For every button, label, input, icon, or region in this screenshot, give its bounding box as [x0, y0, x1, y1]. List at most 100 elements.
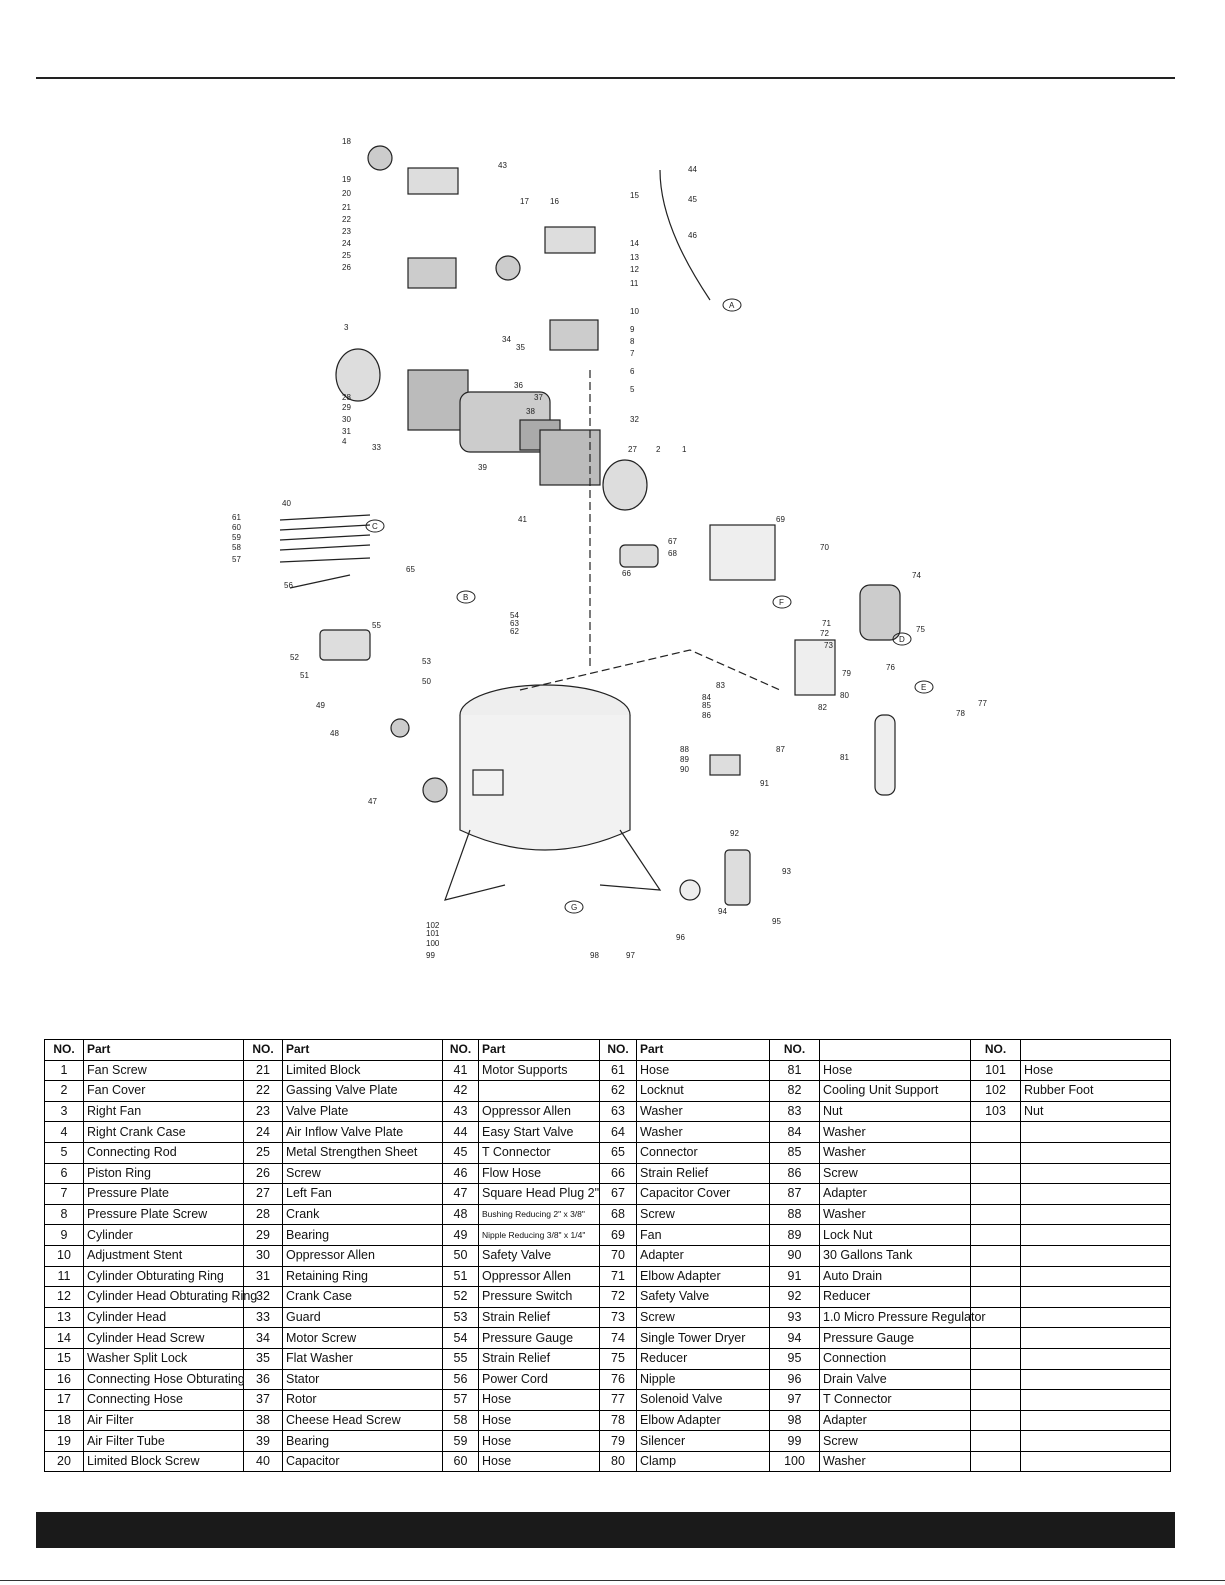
- part-name-cell: Screw: [636, 1306, 770, 1329]
- part-name-cell: Washer: [636, 1100, 770, 1123]
- part-name-cell: Hose: [478, 1450, 600, 1473]
- callout-48: 48: [330, 729, 339, 738]
- flow-hose: [659, 169, 711, 301]
- pressure-regulator: [724, 849, 751, 906]
- part-name-cell: Elbow Adapter: [636, 1409, 770, 1432]
- part-number-cell: 50: [442, 1244, 479, 1267]
- callout-45: 45: [688, 195, 697, 204]
- part-number-cell: 75: [599, 1347, 637, 1370]
- callout-58: 58: [232, 543, 241, 552]
- part-number-cell: 84: [769, 1121, 820, 1143]
- callout-41: 41: [518, 515, 527, 524]
- part-number-cell: 62: [599, 1080, 637, 1102]
- cylinder-right: [549, 319, 599, 351]
- part-name-cell: Nut: [1020, 1100, 1171, 1123]
- callout-91: 91: [760, 779, 769, 788]
- part-name-cell: [1020, 1224, 1171, 1246]
- part-name-cell: Bushing Reducing 2" x 3/8": [478, 1203, 600, 1226]
- part-name-cell: Strain Relief: [478, 1347, 600, 1370]
- part-name-cell: 1.0 Micro Pressure Regulator: [819, 1306, 986, 1329]
- power-cord: [289, 574, 351, 589]
- dashed-connections: [519, 370, 781, 691]
- callout-17: 17: [520, 197, 529, 206]
- part-name-cell: Screw: [282, 1162, 443, 1185]
- part-name-cell: Rotor: [282, 1389, 443, 1411]
- callout-32: 32: [630, 415, 639, 424]
- callout-82: 82: [818, 703, 827, 712]
- part-name-cell: Gassing Valve Plate: [282, 1080, 443, 1102]
- part-number-cell: [970, 1244, 1021, 1267]
- callout-26: 26: [342, 263, 351, 272]
- callout-99: 99: [426, 951, 435, 960]
- part-number-cell: 78: [599, 1409, 637, 1432]
- part-name-cell: Cylinder Obturating Ring: [83, 1265, 244, 1288]
- callout-18: 18: [342, 137, 351, 146]
- single-tower-dryer: [859, 584, 901, 641]
- header-cell: NO.: [442, 1039, 479, 1061]
- part-name-cell: Square Head Plug 2": [478, 1183, 600, 1205]
- callout-13: 13: [630, 253, 639, 262]
- part-number-cell: 76: [599, 1368, 637, 1391]
- part-number-cell: 81: [769, 1059, 820, 1082]
- part-number-cell: 82: [769, 1080, 820, 1102]
- part-number-cell: 35: [243, 1347, 283, 1370]
- header-cell: NO.: [243, 1039, 283, 1061]
- callout-101: 101: [426, 929, 440, 938]
- callout-76: 76: [886, 663, 895, 672]
- part-number-cell: 26: [243, 1162, 283, 1185]
- part-number-cell: 97: [769, 1389, 820, 1411]
- part-number-cell: 70: [599, 1244, 637, 1267]
- part-name-cell: Screw: [819, 1162, 971, 1185]
- part-number-cell: 100: [769, 1450, 820, 1473]
- part-number-cell: 79: [599, 1430, 637, 1452]
- part-number-cell: [970, 1409, 1021, 1432]
- part-name-cell: Safety Valve: [478, 1244, 600, 1267]
- part-name-cell: Cylinder: [83, 1224, 244, 1246]
- callout-98: 98: [590, 951, 599, 960]
- header-cell: Part: [282, 1039, 443, 1061]
- callout-38: 38: [526, 407, 535, 416]
- part-name-cell: Adapter: [636, 1244, 770, 1267]
- part-number-cell: 42: [442, 1080, 479, 1102]
- part-number-cell: 1: [44, 1059, 84, 1082]
- part-number-cell: [970, 1430, 1021, 1452]
- callout-83: 83: [716, 681, 725, 690]
- part-number-cell: 43: [442, 1100, 479, 1123]
- part-name-cell: Power Cord: [478, 1368, 600, 1391]
- callout-53: 53: [422, 657, 431, 666]
- part-name-cell: Solenoid Valve: [636, 1389, 770, 1411]
- connector-letter: A: [729, 301, 735, 310]
- left-fan: [602, 459, 648, 511]
- part-name-cell: Locknut: [636, 1080, 770, 1102]
- header-cell: NO.: [769, 1039, 820, 1061]
- part-name-cell: Air Filter: [83, 1409, 244, 1432]
- part-number-cell: 10: [44, 1244, 84, 1267]
- callout-36: 36: [514, 381, 523, 390]
- part-number-cell: 85: [769, 1141, 820, 1164]
- part-name-cell: Retaining Ring: [282, 1265, 443, 1288]
- part-name-cell: Cylinder Head Obturating Ring: [83, 1286, 257, 1308]
- part-number-cell: 57: [442, 1389, 479, 1411]
- part-number-cell: 4: [44, 1121, 84, 1143]
- connector-marker: [722, 298, 742, 312]
- part-number-cell: 20: [44, 1450, 84, 1473]
- connector-letter: F: [779, 598, 784, 607]
- part-number-cell: 15: [44, 1347, 84, 1370]
- callout-65: 65: [406, 565, 415, 574]
- part-name-cell: [1020, 1141, 1171, 1164]
- header-cell: Part: [636, 1039, 770, 1061]
- part-name-cell: [1020, 1409, 1171, 1432]
- callout-93: 93: [782, 867, 791, 876]
- part-name-cell: Hose: [478, 1409, 600, 1432]
- callout-54: 54: [510, 611, 519, 620]
- callout-4: 4: [342, 437, 347, 446]
- part-name-cell: Cheese Head Screw: [282, 1409, 443, 1432]
- part-number-cell: 5: [44, 1141, 84, 1164]
